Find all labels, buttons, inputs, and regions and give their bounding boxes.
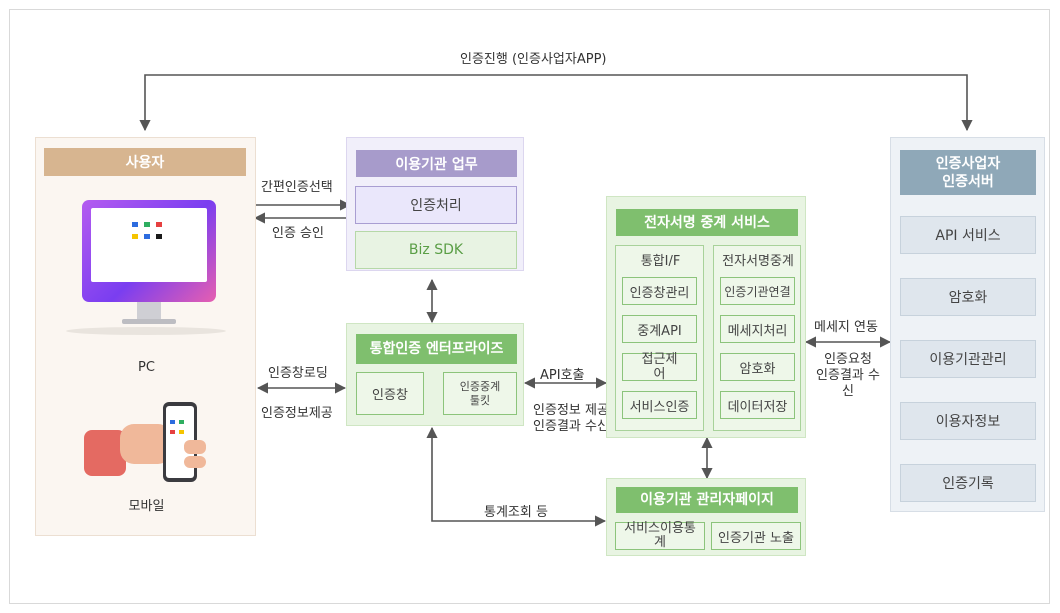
top-flow-label: 인증진행 (인증사업자APP) — [460, 52, 607, 67]
org-management-box: 이용기관관리 — [900, 340, 1036, 378]
esign-relay-title: 전자서명중계 — [722, 253, 794, 269]
monitor-shadow — [66, 327, 226, 335]
service-usage-stats-box: 서비스이용통 계 — [615, 522, 705, 550]
auth-info-provide-label: 인증정보제공 — [261, 406, 333, 421]
auth-window-box: 인증창 — [356, 372, 424, 415]
access-control-box: 접근제 어 — [622, 352, 697, 382]
stats-lookup-label: 통계조회 등 — [484, 505, 548, 520]
auth-request-result-label: 인증요청 인증결과 수 신 — [816, 352, 880, 399]
auth-window-mgmt-box: 인증창관리 — [622, 277, 697, 305]
ca-connection-box: 인증기관연결 — [720, 277, 795, 305]
integrated-if-column: 통합I/F 인증창관리 중계API 접근제 어 서비스인증 — [615, 245, 704, 431]
top-flow-arrow — [139, 74, 973, 132]
enterprise-panel-title: 통합인증 엔터프라이즈 — [356, 334, 517, 364]
admin-panel-title: 이용기관 관리자페이지 — [616, 487, 798, 513]
enterprise-panel: 통합인증 엔터프라이즈 인증창 인증중계 툴킷 — [346, 323, 524, 426]
mobile-label: 모바일 — [128, 498, 165, 514]
diagram-frame — [9, 9, 1050, 604]
org-panel-title: 이용기관 업무 — [356, 150, 517, 177]
user-panel: 사용자 PC 모바일 — [35, 137, 256, 536]
auth-server-title: 인증사업자 인증서버 — [900, 150, 1036, 195]
esign-panel-title: 전자서명 중계 서비스 — [616, 209, 798, 236]
esign-relay-column: 전자서명중계 인증기관연결 메세지처리 암호화 데이터저장 — [713, 245, 801, 431]
api-service-box: API 서비스 — [900, 216, 1036, 254]
user-panel-title: 사용자 — [44, 148, 246, 176]
auth-server-panel: 인증사업자 인증서버 API 서비스 암호화 이용기관관리 이용자정보 인증기록 — [890, 137, 1045, 512]
server-encryption-box: 암호화 — [900, 278, 1036, 316]
ca-exposure-box: 인증기관 노출 — [711, 522, 801, 550]
auth-record-box: 인증기록 — [900, 464, 1036, 502]
org-panel: 이용기관 업무 인증처리 Biz SDK — [346, 137, 524, 271]
biz-sdk-box: Biz SDK — [355, 231, 517, 269]
auth-approve-label: 인증 승인 — [272, 226, 324, 241]
integrated-if-title: 통합I/F — [640, 253, 681, 269]
service-auth-box: 서비스인증 — [622, 391, 697, 419]
data-storage-box: 데이터저장 — [720, 391, 795, 419]
api-call-label: API호출 — [540, 368, 585, 383]
esign-relay-panel: 전자서명 중계 서비스 통합I/F 인증창관리 중계API 접근제 어 서비스인… — [606, 196, 806, 438]
auth-window-loading-label: 인증창로딩 — [268, 366, 328, 381]
message-processing-box: 메세지처리 — [720, 315, 795, 343]
message-link-label: 메세지 연동 — [814, 320, 878, 335]
relay-api-box: 중계API — [622, 315, 697, 343]
encryption-box: 암호화 — [720, 353, 795, 381]
user-info-box: 이용자정보 — [900, 402, 1036, 440]
relay-toolkit-box: 인증중계 툴킷 — [443, 372, 517, 415]
easy-auth-select-label: 간편인증선택 — [261, 180, 333, 195]
pc-monitor-icon — [82, 200, 216, 324]
pc-label: PC — [138, 359, 155, 375]
admin-page-panel: 이용기관 관리자페이지 서비스이용통 계 인증기관 노출 — [606, 478, 806, 556]
auth-info-result-label: 인증정보 제공 인증결과 수신 — [533, 403, 609, 434]
stats-lookup-arrow — [426, 426, 607, 527]
auth-process-box: 인증처리 — [355, 186, 517, 224]
mobile-hand-icon — [84, 400, 216, 490]
